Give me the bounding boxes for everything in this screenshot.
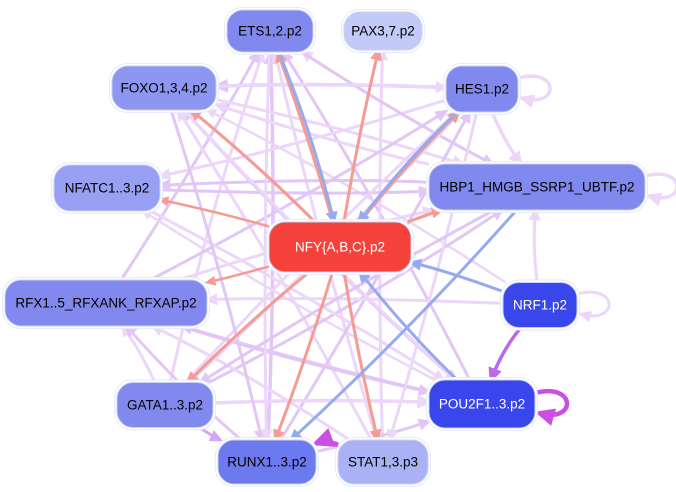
node-label: NFATC1..3.p2	[65, 181, 150, 196]
node-hbp1[interactable]: HBP1_HMGB_SSRP1_UBTF.p2	[426, 161, 648, 213]
node-nfy[interactable]: NFY{A,B,C}.p2	[266, 219, 414, 275]
edge-hbp1-runx	[288, 209, 518, 443]
node-shape[interactable]	[445, 65, 519, 113]
edge-nrf1-hbp1	[528, 207, 541, 283]
edge-foxo-hes1	[215, 81, 449, 94]
edge-rfx-hes1	[149, 109, 449, 282]
self-loop-pou2f	[534, 389, 570, 426]
edge-hbp1-nfatc	[157, 178, 430, 191]
edge-nfatc-pou2f	[149, 209, 447, 382]
node-shape[interactable]	[428, 379, 536, 429]
edge-nfy-ets1	[275, 49, 335, 223]
node-shape[interactable]	[502, 282, 578, 328]
edge-gata-pou2f	[212, 394, 433, 409]
node-shape[interactable]	[268, 221, 412, 273]
edge-pou2f-nfatc	[140, 209, 437, 382]
edge-gata-hbp1	[208, 208, 505, 384]
edge-foxo-runx	[169, 109, 266, 443]
node-runx[interactable]: RUNX1..3.p2	[215, 437, 319, 487]
node-label: HES1.p2	[455, 82, 509, 97]
node-shape[interactable]	[116, 382, 214, 428]
self-loop-hbp1	[644, 172, 676, 207]
edge-nrf1-foxo	[205, 108, 507, 284]
node-label: ETS1,2.p2	[238, 24, 302, 39]
edge-runx-hes1	[279, 109, 472, 441]
edge-nfy-nfatc	[157, 196, 270, 228]
node-label: STAT1,3.p3	[348, 455, 418, 470]
edge-stat-rfx	[149, 324, 351, 442]
edge-stat-runx	[311, 428, 339, 448]
node-label: FOXO1,3,4.p2	[120, 81, 207, 96]
edge-nrf1-nfy	[408, 258, 504, 293]
edge-nfy-foxo	[188, 108, 317, 224]
edge-nrf1-pou2f	[488, 326, 523, 384]
node-ets1[interactable]: ETS1,2.p2	[224, 7, 316, 55]
node-shape[interactable]	[226, 9, 314, 53]
node-shape[interactable]	[53, 164, 161, 212]
node-shape[interactable]	[4, 279, 208, 327]
node-label: PAX3,7.p2	[351, 24, 415, 39]
node-label: RUNX1..3.p2	[227, 455, 307, 470]
node-hes1[interactable]: HES1.p2	[443, 63, 521, 115]
node-label: GATA1..3.p2	[127, 398, 203, 413]
node-label: NRF1.p2	[513, 298, 567, 313]
node-stat[interactable]: STAT1,3.p3	[335, 437, 431, 487]
edge-rfx-pou2f	[178, 324, 432, 396]
node-pax3[interactable]: PAX3,7.p2	[341, 9, 425, 53]
node-gata[interactable]: GATA1..3.p2	[114, 379, 216, 431]
node-shape[interactable]	[343, 11, 423, 51]
edge-nfy-gata	[185, 270, 311, 385]
edge-nfy-rfx	[204, 265, 270, 286]
edge-nfatc-hbp1	[159, 185, 432, 198]
edge-hes1-hbp1	[490, 111, 523, 167]
node-shape[interactable]	[337, 439, 429, 485]
node-label: HBP1_HMGB_SSRP1_UBTF.p2	[439, 180, 634, 195]
node-label: POU2F1..3.p2	[439, 397, 525, 412]
node-nrf1[interactable]: NRF1.p2	[500, 279, 580, 331]
node-pou2f[interactable]: POU2F1..3.p2	[426, 377, 538, 431]
node-shape[interactable]	[111, 65, 217, 111]
edge-hes1-nfatc	[157, 98, 447, 180]
edge-foxo-hbp1	[215, 98, 466, 167]
self-loop-nrf1	[576, 290, 611, 323]
node-shape[interactable]	[217, 439, 317, 485]
node-nfatc[interactable]: NFATC1..3.p2	[51, 162, 163, 214]
node-shape[interactable]	[428, 163, 646, 211]
self-loop-hes1	[517, 74, 552, 109]
node-label: NFY{A,B,C}.p2	[295, 240, 385, 255]
edge-ets1-nfy	[277, 51, 338, 225]
edge-hbp1-foxo	[213, 102, 430, 166]
node-rfx[interactable]: RFX1..5_RFXANK_RFXAP.p2	[2, 277, 210, 329]
node-foxo[interactable]: FOXO1,3,4.p2	[109, 63, 219, 113]
edge-nfy-pax3	[342, 47, 382, 223]
edge-ets1-runx	[260, 51, 273, 443]
edge-hes1-stat	[386, 111, 479, 443]
node-label: RFX1..5_RFXANK_RFXAP.p2	[15, 296, 196, 311]
edge-hes1-nfy	[357, 110, 459, 225]
edge-nfy-stat	[342, 271, 382, 443]
edge-nfy-runx	[273, 271, 334, 443]
edge-ets1-hbp1	[301, 50, 496, 166]
